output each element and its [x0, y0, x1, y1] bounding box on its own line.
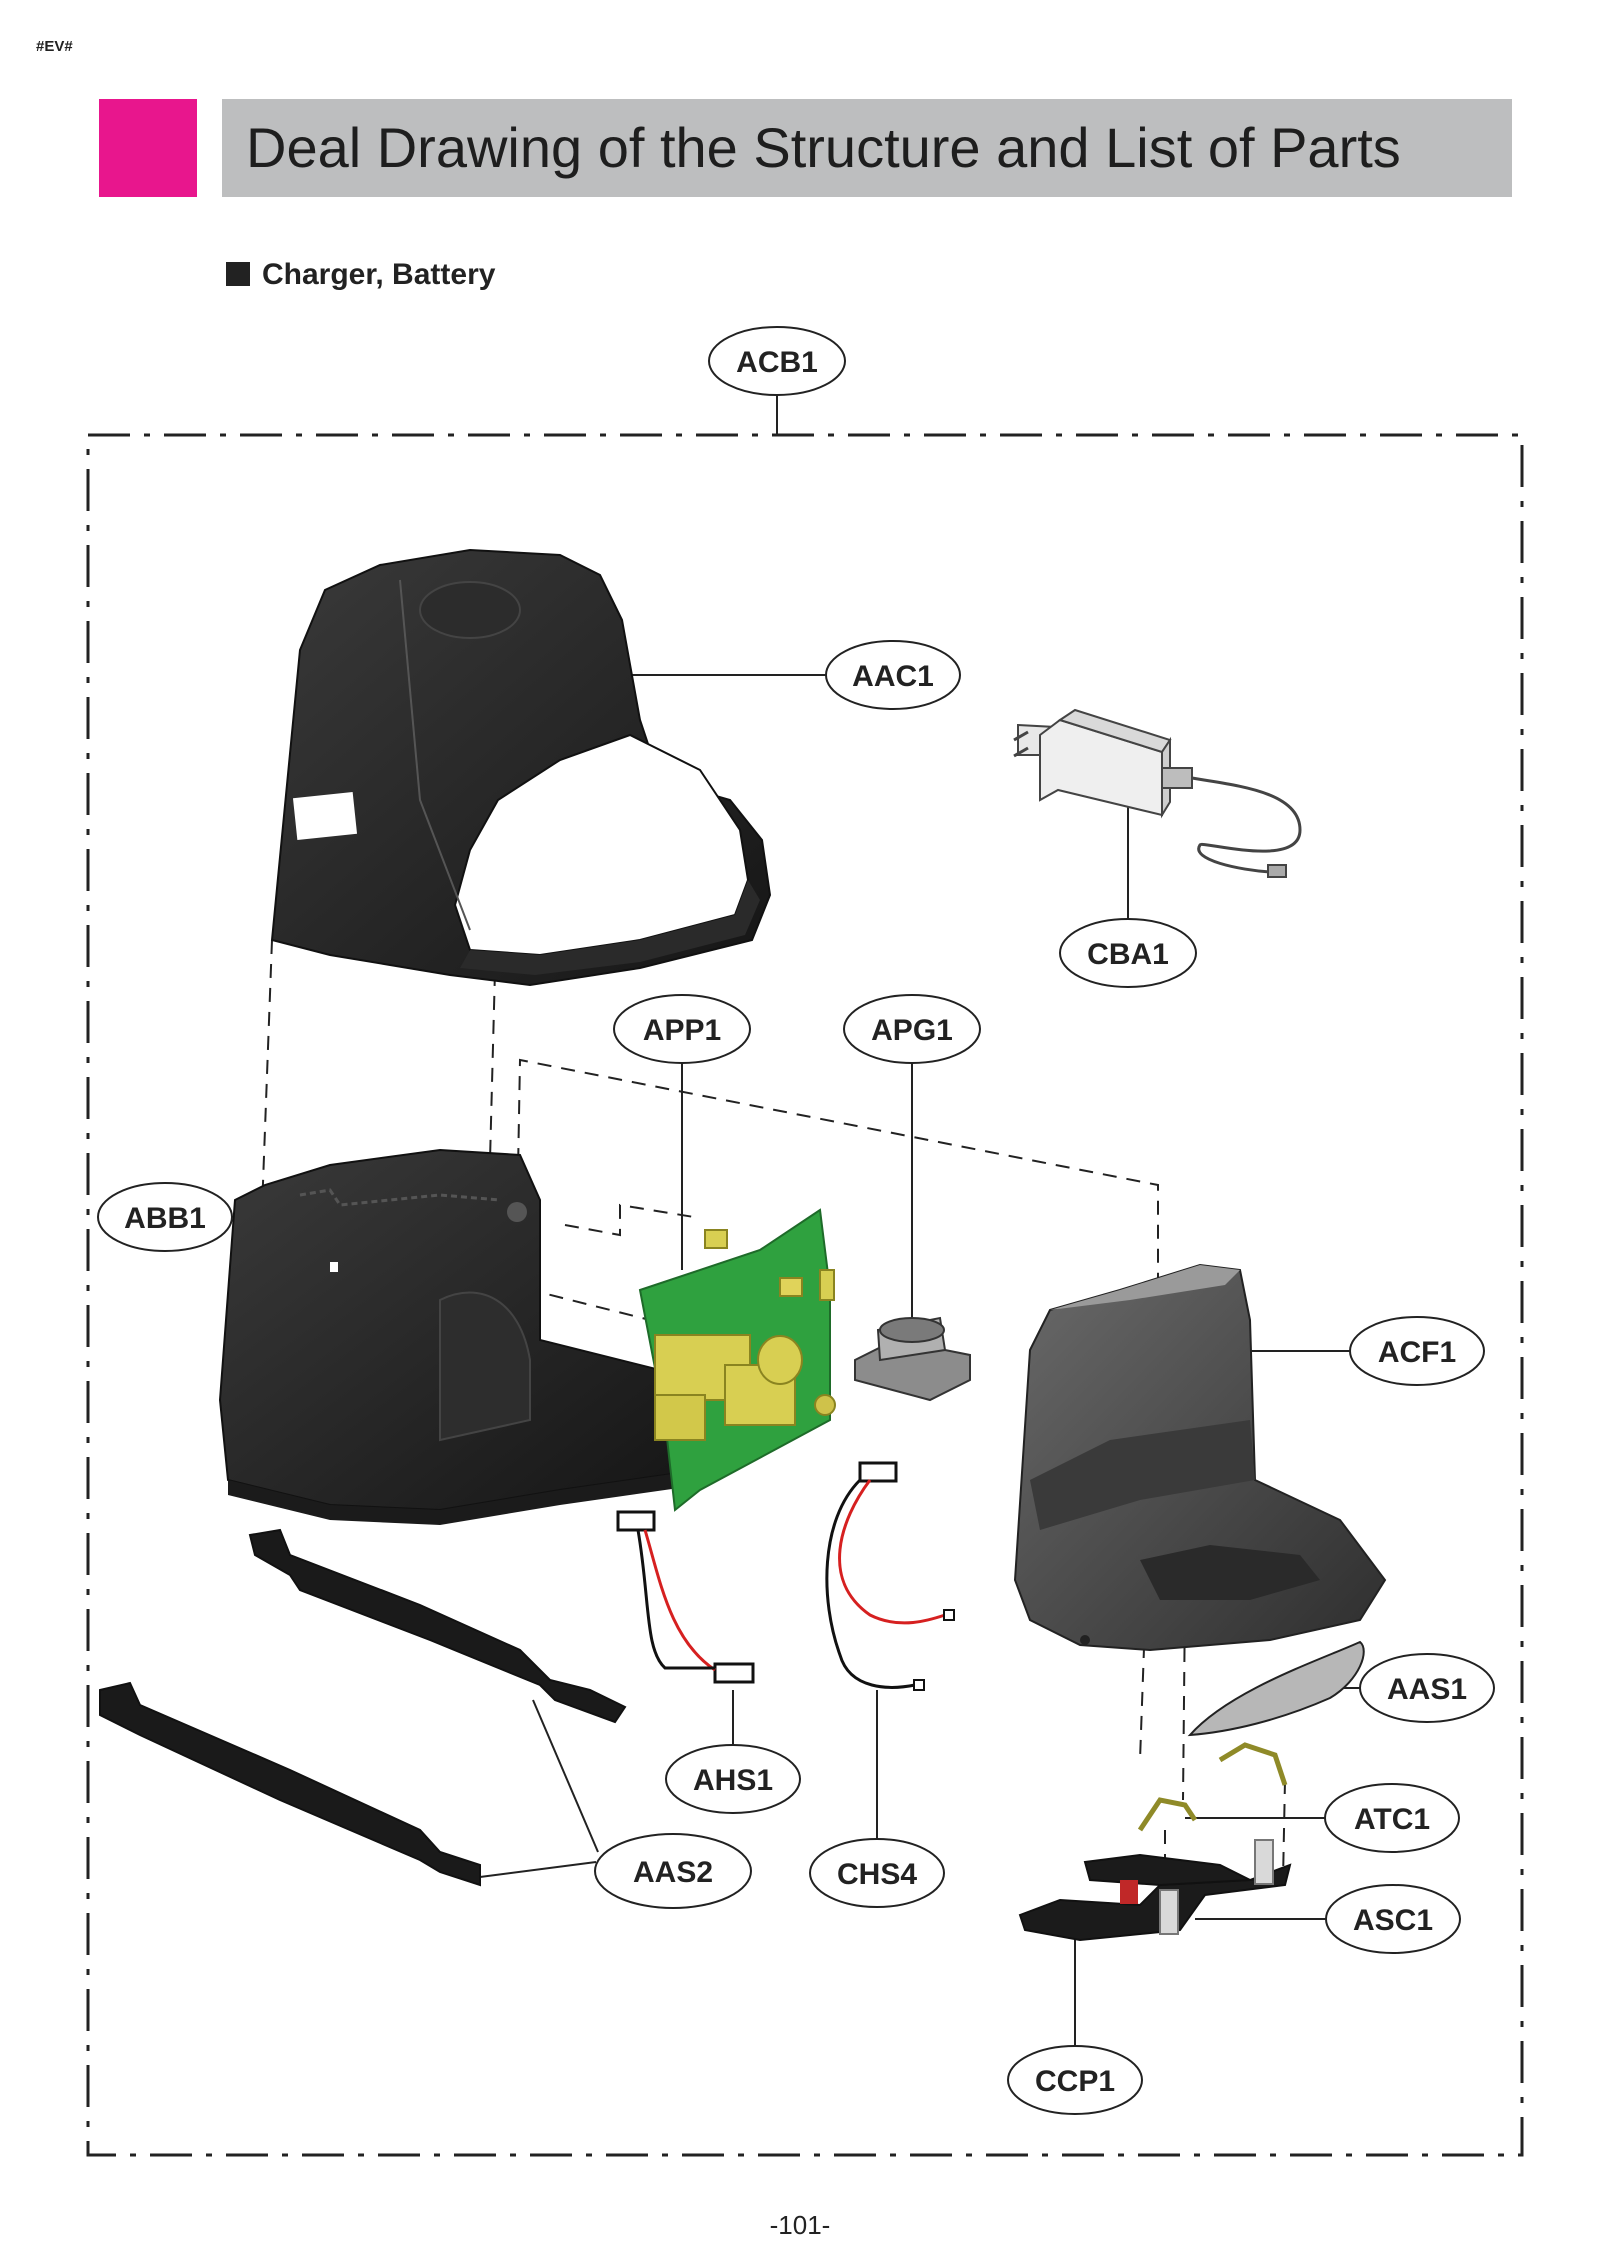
callout-apg1: APG1: [843, 994, 981, 1064]
contact-plate: [1018, 1853, 1292, 1942]
charging-terminals: [1137, 1742, 1288, 1832]
document-code: #EV#: [36, 38, 73, 55]
accent-block: [99, 99, 197, 197]
assembly-boundary: [86, 433, 1524, 2157]
callout-label-acf1: ACF1: [1378, 1336, 1456, 1369]
callout-label-chs4: CHS4: [837, 1858, 917, 1891]
large-anti-slip-pads: [99, 1528, 627, 1887]
callout-label-aac1: AAC1: [852, 660, 934, 693]
harness-chs4: [825, 1461, 955, 1691]
ac-adapter: [1013, 708, 1302, 878]
charger-top-cover: [270, 548, 772, 987]
charger-base-back: [218, 1148, 701, 1525]
title-bar: Deal Drawing of the Structure and List o…: [222, 99, 1512, 197]
section-title: Charger, Battery: [262, 258, 496, 291]
callout-ccp1: CCP1: [1007, 2045, 1143, 2115]
callout-chs4: CHS4: [809, 1838, 945, 1908]
pcb-assembly: [638, 1208, 836, 1512]
callout-acb1: ACB1: [708, 326, 846, 396]
callout-label-ccp1: CCP1: [1035, 2065, 1115, 2098]
bullet-square-icon: [226, 262, 250, 286]
callout-label-app1: APP1: [643, 1014, 721, 1047]
callout-label-aas1: AAS1: [1387, 1673, 1467, 1706]
callout-label-apg1: APG1: [871, 1014, 953, 1047]
harness-ahs1: [616, 1510, 755, 1684]
callout-label-abb1: ABB1: [124, 1202, 206, 1235]
callout-label-atc1: ATC1: [1354, 1803, 1430, 1836]
callout-abb1: ABB1: [97, 1182, 233, 1252]
callout-label-asc1: ASC1: [1353, 1904, 1433, 1937]
callout-cba1: CBA1: [1059, 918, 1197, 988]
callout-aac1: AAC1: [825, 640, 961, 710]
power-connector: [854, 1316, 971, 1402]
callout-label-acb1: ACB1: [736, 346, 818, 379]
callout-atc1: ATC1: [1324, 1783, 1460, 1853]
section-heading: Charger, Battery: [226, 258, 495, 292]
callout-aas1: AAS1: [1359, 1653, 1495, 1723]
callout-ahs1: AHS1: [665, 1744, 801, 1814]
page-title: Deal Drawing of the Structure and List o…: [246, 116, 1401, 179]
callout-app1: APP1: [613, 994, 751, 1064]
callout-label-cba1: CBA1: [1087, 938, 1169, 971]
charger-base-front: [1013, 1263, 1387, 1652]
callout-asc1: ASC1: [1325, 1884, 1461, 1954]
contact-springs: [1159, 1839, 1274, 1935]
callout-acf1: ACF1: [1349, 1316, 1485, 1386]
callout-aas2: AAS2: [594, 1833, 752, 1909]
callout-label-ahs1: AHS1: [693, 1764, 773, 1797]
small-anti-slip-pad: [1187, 1640, 1365, 1737]
callout-label-aas2: AAS2: [633, 1856, 713, 1889]
page-number: -101-: [769, 2210, 831, 2240]
